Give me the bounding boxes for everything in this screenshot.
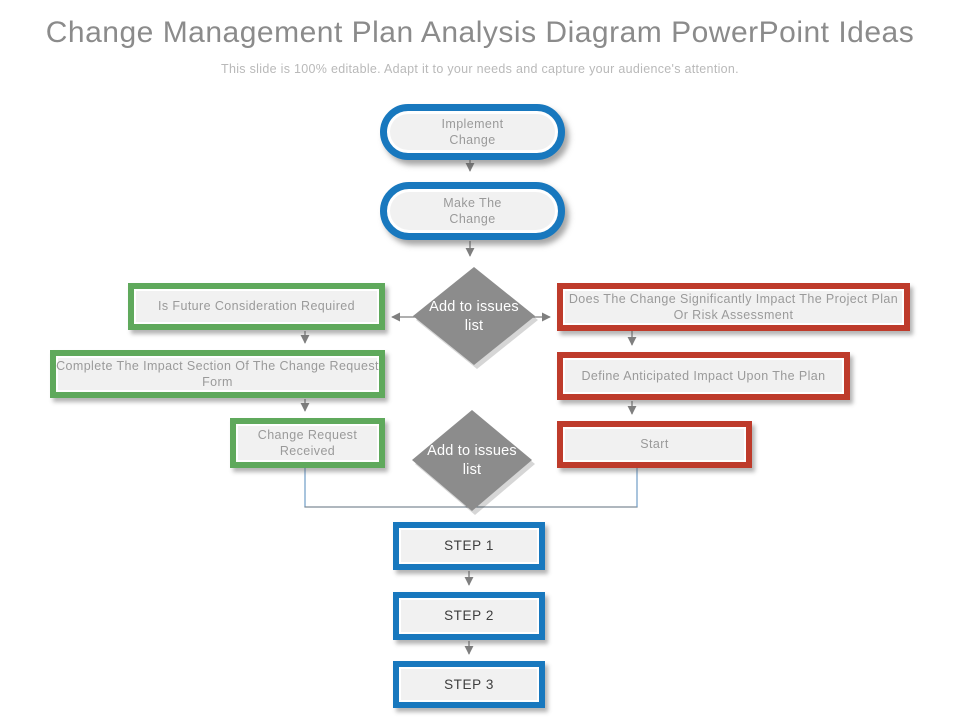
node-define-anticipated-impact: Define Anticipated Impact Upon The Plan — [557, 352, 850, 400]
node-does-change-impact-label: Does The Change Significantly Impact The… — [568, 291, 899, 322]
node-change-request-received-label: Change Request Received — [257, 427, 358, 458]
node-does-change-impact: Does The Change Significantly Impact The… — [557, 283, 910, 331]
node-step-3: STEP 3 — [393, 661, 545, 708]
decision-top-label-box: Add to issues list — [414, 292, 534, 342]
node-is-future-consideration-label: Is Future Consideration Required — [158, 299, 355, 314]
decision-diamond-bottom — [412, 410, 532, 511]
node-make-the-change: Make The Change — [380, 182, 565, 240]
node-step-2: STEP 2 — [393, 592, 545, 640]
node-complete-impact-section: Complete The Impact Section Of The Chang… — [50, 350, 385, 398]
node-implement-change-label: Implement Change — [441, 116, 504, 147]
slide-title: Change Management Plan Analysis Diagram … — [45, 16, 915, 49]
decision-diamond-top — [413, 267, 535, 365]
node-change-request-received: Change Request Received — [230, 418, 385, 468]
slide-subtitle: This slide is 100% editable. Adapt it to… — [221, 62, 739, 76]
decision-bottom-label-box: Add to issues list — [412, 436, 532, 486]
node-implement-change: Implement Change — [380, 104, 565, 160]
node-step-1-label: STEP 1 — [444, 538, 494, 554]
decision-bottom-label: Add to issues list — [427, 443, 517, 478]
node-start: Start — [557, 421, 752, 468]
node-complete-impact-section-label: Complete The Impact Section Of The Chang… — [56, 358, 379, 389]
node-step-1: STEP 1 — [393, 522, 545, 570]
node-is-future-consideration: Is Future Consideration Required — [128, 283, 385, 330]
node-step-3-label: STEP 3 — [444, 676, 494, 692]
decision-top-label: Add to issues list — [429, 299, 519, 334]
node-define-anticipated-impact-label: Define Anticipated Impact Upon The Plan — [581, 368, 826, 383]
node-make-the-change-label: Make The Change — [443, 195, 502, 226]
node-start-label: Start — [640, 437, 669, 452]
node-step-2-label: STEP 2 — [444, 608, 494, 624]
